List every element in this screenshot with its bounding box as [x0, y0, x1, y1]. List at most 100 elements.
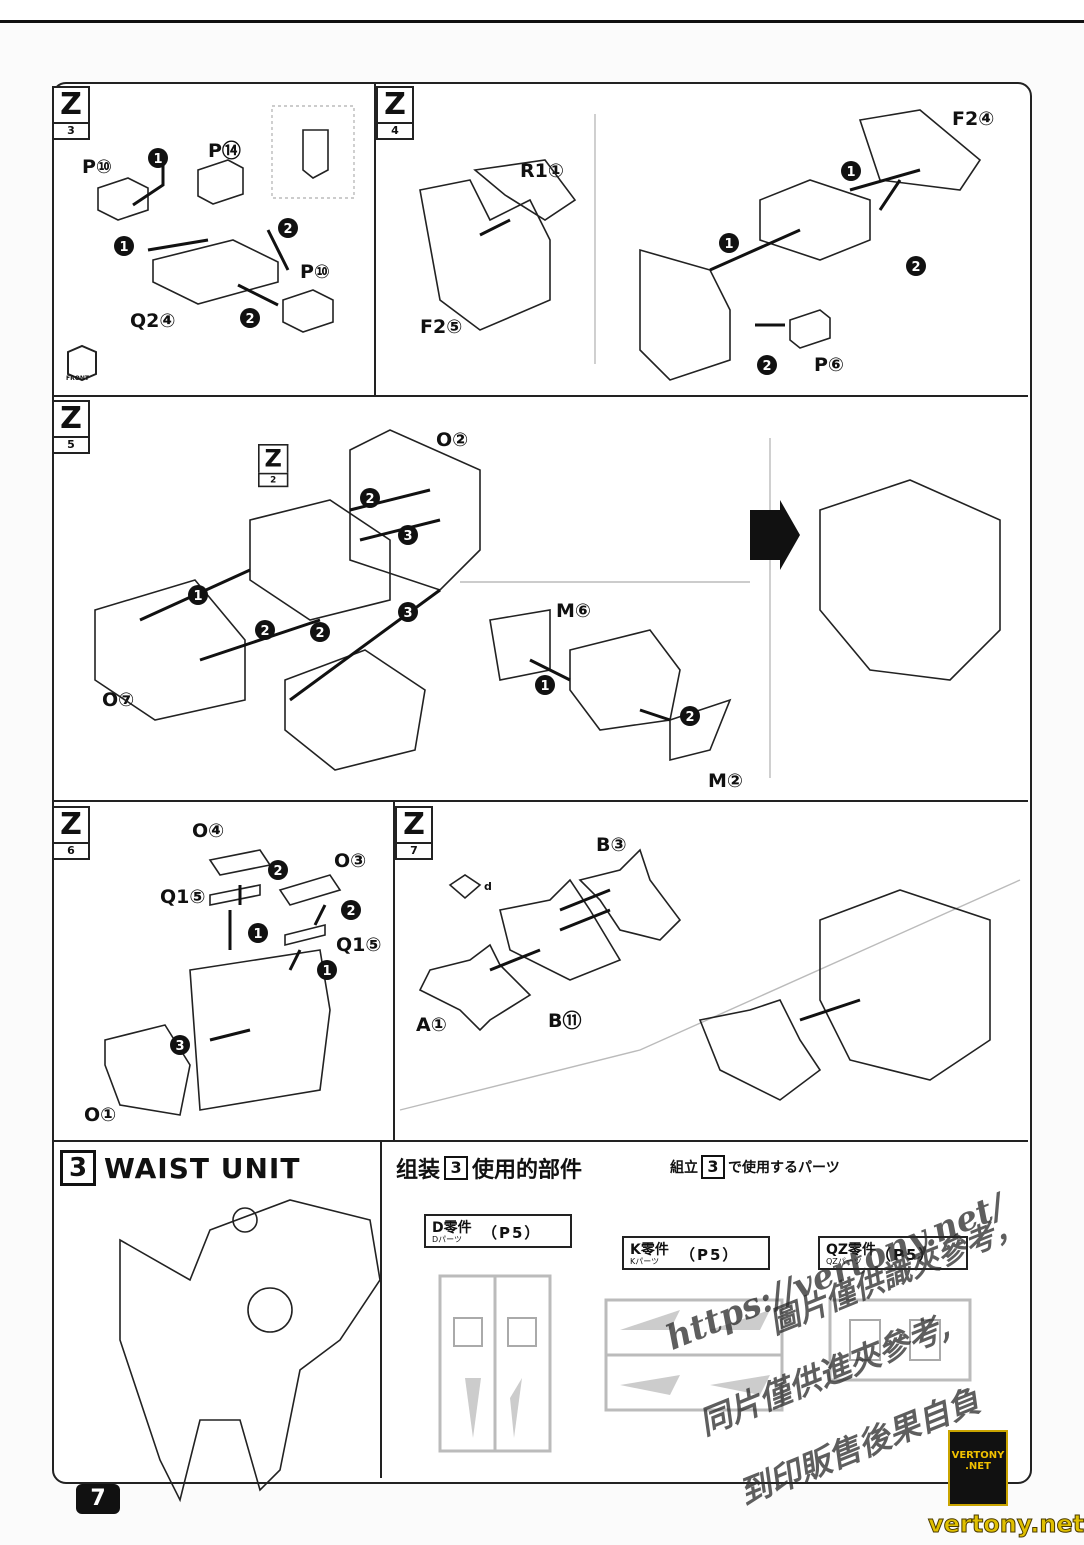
- parts-used-title-jp: 組立 3 で使用するパーツ: [670, 1155, 840, 1179]
- runner-qz-illustration: [828, 1298, 972, 1382]
- waist-unit-illustration: [119, 1199, 381, 1503]
- step-number: 5: [52, 436, 90, 454]
- arrow-step-number: 1: [153, 152, 162, 167]
- parts-step-number: 3: [444, 1156, 469, 1180]
- runner-name: QZ零件: [826, 1242, 877, 1258]
- part-label: B⑪: [548, 1010, 582, 1032]
- part-label: O④: [192, 820, 225, 842]
- part-label: Q1⑤: [336, 934, 382, 956]
- step-number: 3: [52, 122, 90, 140]
- step-badge-z3: Z 3: [52, 86, 90, 142]
- arrow-step-number: 2: [911, 260, 920, 275]
- runner-page: （P5）: [680, 1246, 740, 1264]
- part-label: M⑥: [556, 600, 591, 622]
- step-badge-z5: Z 5: [52, 400, 90, 456]
- step-letter: Z: [395, 806, 433, 842]
- arrow-step-number: 1: [253, 927, 262, 942]
- runner-tag-k: K零件 Kパーツ （P5）: [622, 1236, 770, 1270]
- arrow-step-number: 2: [315, 626, 324, 641]
- divider: [374, 84, 376, 395]
- part-label: O②: [436, 429, 469, 451]
- part-label: P⑩: [300, 261, 331, 283]
- step-number: 7: [395, 842, 433, 860]
- step-z7-illustration: [399, 848, 1021, 1111]
- arrow-step-number: 1: [846, 165, 855, 180]
- vertony-logo: VERTONY .NET: [948, 1430, 1008, 1506]
- logo-text-bottom: .NET: [965, 1461, 991, 1472]
- sub-step-badge-z2: Z 2: [258, 444, 289, 489]
- parts-used-title-zh: 组装 3 使用的部件: [396, 1152, 582, 1184]
- step-badge-z4: Z 4: [376, 86, 414, 142]
- arrow-step-number: 2: [245, 312, 254, 327]
- step-letter: Z: [258, 444, 289, 473]
- section-header: 3 WAIST UNIT: [60, 1150, 300, 1186]
- divider: [54, 800, 1028, 802]
- arrow-step-number: 2: [260, 624, 269, 639]
- runner-name: K零件: [630, 1242, 669, 1258]
- step-number: 4: [376, 122, 414, 140]
- step-letter: Z: [376, 86, 414, 122]
- parts-title-jp-suffix: で使用するパーツ: [728, 1160, 840, 1176]
- front-label: FRONT: [66, 375, 89, 382]
- runner-page: （P5）: [482, 1224, 542, 1242]
- part-label: O①: [84, 1104, 117, 1126]
- part-label: P⑥: [814, 354, 845, 376]
- runner-tag-d: D零件 Dパーツ （P5）: [424, 1214, 572, 1248]
- arrow-step-number: 1: [193, 589, 202, 604]
- part-label: A①: [416, 1014, 447, 1036]
- section-number: 3: [60, 1150, 96, 1186]
- arrow-step-number: 3: [175, 1039, 184, 1054]
- part-label: R1①: [520, 160, 564, 182]
- arrow-step-number: 2: [346, 904, 355, 919]
- step-letter: Z: [52, 806, 90, 842]
- section-title: WAIST UNIT: [104, 1151, 301, 1185]
- logo-text-top: VERTONY: [951, 1450, 1005, 1461]
- step-letter: Z: [52, 86, 90, 122]
- runner-sub: Dパーツ: [432, 1235, 462, 1244]
- arrow-step-number: 2: [685, 710, 694, 725]
- step-badge-z7: Z 7: [395, 806, 433, 862]
- part-label: F2④: [952, 108, 995, 130]
- runner-sub: QZパーツ: [826, 1257, 862, 1266]
- runner-name: D零件: [432, 1220, 472, 1236]
- part-label: Q1⑤: [160, 886, 206, 908]
- part-label: F2⑤: [420, 316, 463, 338]
- runner-tag-qz: QZ零件 QZパーツ （P5）: [818, 1236, 968, 1270]
- part-label: O⑦: [102, 689, 135, 711]
- part-label: P⑩: [82, 156, 113, 178]
- arrow-step-number: 2: [365, 492, 374, 507]
- step-z6-illustration: 2 2 1 1 3: [104, 849, 361, 1116]
- arrow-step-number: 1: [119, 240, 128, 255]
- page-top-border: [0, 0, 1084, 23]
- arrow-step-number: 1: [724, 237, 733, 252]
- runner-page: （P5）: [876, 1246, 936, 1264]
- arrow-step-number: 1: [322, 964, 331, 979]
- runner-sub: Kパーツ: [630, 1257, 660, 1266]
- parts-title-prefix: 组装: [396, 1158, 441, 1183]
- divider: [393, 802, 395, 1140]
- part-label: B③: [596, 834, 627, 856]
- divider: [380, 1142, 382, 1478]
- part-label: P⑭: [208, 140, 241, 162]
- tool-label: d: [484, 880, 492, 893]
- page-number: 7: [76, 1484, 120, 1514]
- parts-step-number-jp: 3: [701, 1155, 725, 1179]
- part-label: M②: [708, 770, 743, 792]
- footer-watermark-url: vertony.net: [927, 1510, 1084, 1539]
- step-badge-z6: Z 6: [52, 806, 90, 862]
- arrow-step-number: 2: [273, 864, 282, 879]
- arrow-step-number: 1: [540, 679, 549, 694]
- divider: [54, 1140, 1028, 1142]
- step-number: 2: [258, 472, 289, 488]
- runner-k-illustration: [604, 1298, 784, 1412]
- step-letter: Z: [52, 400, 90, 436]
- parts-title-jp-prefix: 組立: [670, 1160, 698, 1176]
- step-number: 6: [52, 842, 90, 860]
- divider: [54, 395, 1028, 397]
- part-label: Q2④: [130, 310, 176, 332]
- part-label: O③: [334, 850, 367, 872]
- parts-title-suffix: 使用的部件: [472, 1158, 583, 1183]
- arrow-step-number: 2: [283, 222, 292, 237]
